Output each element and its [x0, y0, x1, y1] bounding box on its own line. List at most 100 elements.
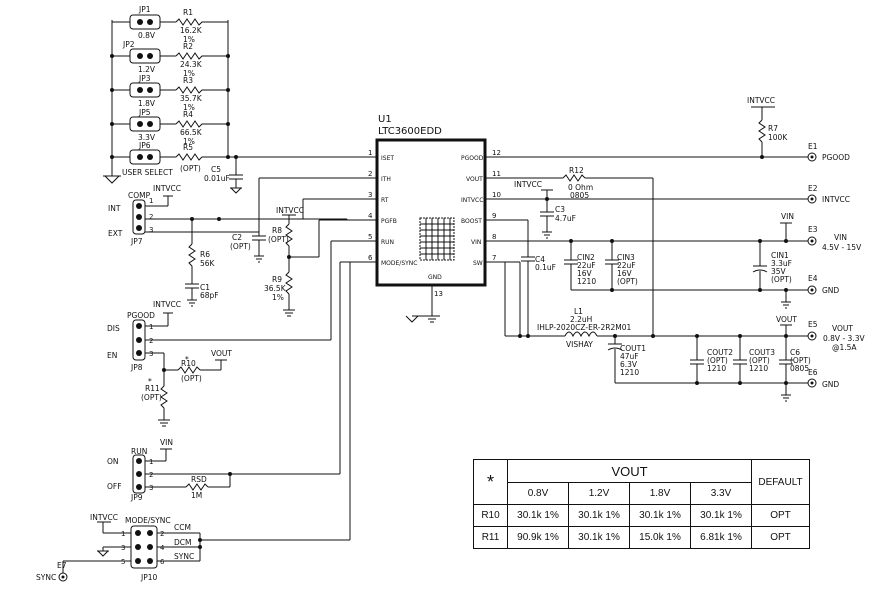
pin11-num: 11 — [492, 170, 501, 178]
terminal-e1[interactable] — [807, 152, 817, 162]
cout2-val: (OPT) — [707, 356, 728, 365]
jumper-jp1[interactable] — [129, 14, 161, 30]
jp9-ref: JP9 — [130, 493, 143, 502]
jp8-top: PGOOD — [127, 311, 155, 320]
r7-val: 100K — [768, 133, 788, 142]
rsd-ref: RSD — [191, 475, 207, 484]
c5-val: 0.01uF — [204, 174, 230, 183]
jumper-jp5[interactable] — [129, 116, 161, 132]
jp10-ref: JP10 — [140, 573, 158, 582]
c5-ref: C5 — [211, 165, 221, 174]
c2-ref: C2 — [232, 233, 242, 242]
row-r11-name: R11 — [473, 526, 508, 549]
pin9-num: 9 — [492, 212, 496, 220]
pin1-name: ISET — [381, 155, 394, 162]
r9-ref: R9 — [272, 275, 282, 284]
jp8-group: PGOOD INTVCC DIS EN JP8 123 VOUT * R10 (… — [107, 240, 347, 427]
jumper-jp2[interactable] — [129, 48, 161, 64]
jp8-ref: JP8 — [130, 363, 143, 372]
terminal-e2[interactable] — [807, 194, 817, 204]
pin10-name: INTVCC — [461, 197, 483, 204]
r5-val: (OPT) — [180, 164, 201, 173]
pin3-num: 3 — [368, 191, 372, 199]
r1-ref: R1 — [183, 8, 193, 17]
terminal-e4[interactable] — [807, 285, 817, 295]
c3-supply: INTVCC — [514, 180, 542, 189]
svg-text:1: 1 — [149, 323, 153, 331]
pin1-num: 1 — [368, 149, 372, 157]
jumper-jp6[interactable] — [129, 149, 161, 165]
r4-val: 66.5K — [180, 128, 203, 137]
table-cell: 15.0k 1% — [629, 526, 691, 549]
r10-ref: R10 — [181, 359, 196, 368]
r8-supply: INTVCC — [276, 206, 304, 215]
r6-val: 56K — [200, 259, 216, 268]
jumper-jp3[interactable] — [129, 82, 161, 98]
row-r10-default: OPT — [751, 504, 810, 527]
l1-part: IHLP-2020CZ-ER-2R2M01 — [537, 323, 631, 332]
pin3-name: RT — [381, 197, 389, 204]
svg-text:2: 2 — [149, 337, 153, 345]
r12-ref: R12 — [569, 166, 584, 175]
cin1-pkg: (OPT) — [771, 275, 792, 284]
svg-text:2: 2 — [149, 213, 153, 221]
pin6-name: MODE/SYNC — [381, 260, 417, 267]
table-cell: 6.81k 1% — [690, 526, 752, 549]
c6-ref: C6 — [790, 348, 800, 357]
cout3-ref: COUT3 — [749, 348, 775, 357]
e5-sub: 0.8V - 3.3V — [823, 334, 865, 343]
jp5-ref: JP5 — [138, 108, 151, 117]
l1-ref: L1 — [574, 307, 583, 316]
cout3-val: (OPT) — [749, 356, 770, 365]
cin2-ref: CIN2 — [577, 253, 595, 262]
jp9-on: ON — [107, 457, 119, 466]
r4-ref: R4 — [183, 110, 193, 119]
jp1-volt: 0.8V — [138, 31, 156, 40]
jumper-jp8[interactable] — [132, 319, 146, 361]
cin2-val: 22uF — [577, 261, 596, 270]
r7-supply: INTVCC — [747, 96, 775, 105]
c4-ref: C4 — [535, 255, 545, 264]
r9-tol: 1% — [272, 293, 284, 302]
table-vout-header: VOUT — [507, 459, 752, 483]
r10-net: VOUT — [211, 349, 232, 358]
jp10-sync: SYNC — [174, 552, 194, 561]
cin3-ref: CIN3 — [617, 253, 635, 262]
c3-val: 4.7uF — [555, 214, 576, 223]
e7-name: SYNC — [36, 573, 56, 582]
r7-ref: R7 — [768, 124, 778, 133]
svg-text:1: 1 — [149, 458, 153, 466]
table-col-2: 1.8V — [629, 482, 691, 505]
pin13-num: 13 — [434, 290, 443, 298]
jumper-jp7[interactable] — [132, 199, 146, 235]
r2-val: 24.3K — [180, 60, 203, 69]
row-r11-default: OPT — [751, 526, 810, 549]
r10-mark: * — [185, 355, 189, 364]
table-cell: 90.9k 1% — [507, 526, 569, 549]
pin4-name: PGFB — [381, 218, 397, 225]
cout1-v: 6.3V — [620, 360, 638, 369]
svg-text:4: 4 — [160, 544, 165, 552]
r11-val: (OPT) — [141, 393, 162, 402]
r5-ref: R5 — [183, 143, 193, 152]
terminal-e3[interactable] — [807, 236, 817, 246]
jumper-jp10[interactable] — [130, 525, 158, 569]
e6-name: GND — [822, 380, 839, 389]
jumper-jp9[interactable] — [132, 454, 146, 494]
svg-text:3: 3 — [121, 544, 125, 552]
terminal-e5[interactable] — [807, 331, 817, 341]
vout-resistor-table: * VOUT DEFAULT 0.8V 1.2V 1.8V 3.3V R10 3… — [473, 459, 810, 549]
c3-ref: C3 — [555, 205, 565, 214]
svg-text:2: 2 — [149, 471, 153, 479]
cout1-pkg: 1210 — [620, 368, 639, 377]
r3-tol: 1% — [183, 103, 195, 112]
r10-val: (OPT) — [181, 374, 202, 383]
c2-val: (OPT) — [230, 242, 251, 251]
cout2-ref: COUT2 — [707, 348, 733, 357]
svg-text:3: 3 — [149, 350, 153, 358]
jp10-ccm: CCM — [174, 523, 191, 532]
jp6-ref: JP6 — [138, 141, 151, 150]
cout3-pkg: 1210 — [749, 364, 768, 373]
terminal-e6[interactable] — [807, 378, 817, 388]
svg-text:2: 2 — [160, 530, 164, 538]
